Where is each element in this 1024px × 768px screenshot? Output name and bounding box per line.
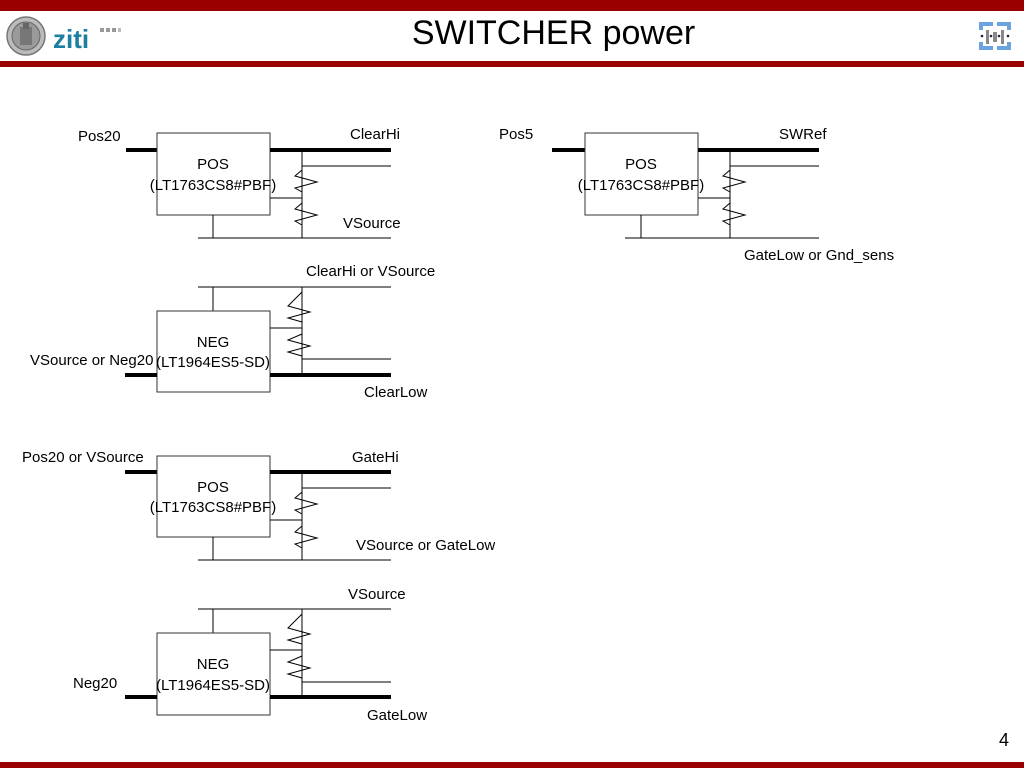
regulator-box [584,132,699,216]
ref-label: ClearHi or VSource [306,263,435,280]
input-label: VSource or Neg20 [30,352,153,369]
regulator-part: (LT1763CS8#PBF) [150,499,276,516]
page-number: 4 [998,730,1009,750]
regulator-part: (LT1964ES5-SD) [156,677,270,694]
regulator-box [156,455,271,538]
ziti-wordmark: ziti [53,24,89,54]
regulator-type: NEG [197,334,230,351]
regulator-box [156,632,271,716]
resistor-icon [286,613,312,645]
regulator-box [156,132,271,216]
regulator-part: (LT1763CS8#PBF) [578,177,704,194]
output-label: SWRef [779,126,827,143]
output-label: GateHi [352,449,399,466]
footer-bar [0,762,1024,768]
output-label: ClearLow [364,384,428,401]
page-title: SWITCHER power [411,14,696,52]
regulator-type: POS [197,156,229,173]
resistor-icon [293,169,319,193]
regulator-type: NEG [197,656,230,673]
header-bottom-bar [0,61,1024,67]
resistor-icon [293,491,319,515]
university-seal-icon: ziti [6,16,121,56]
logo-right [977,20,1013,57]
circuit-neg-gatelow: VSource Neg20 GateLow NEG (LT1964ES5-SD) [73,586,427,724]
input-label: Pos5 [499,126,533,143]
ref-label: GateLow or Gnd_sens [744,247,894,264]
circuit-pos-gatehi: Pos20 or VSource GateHi VSource or GateL… [22,449,495,561]
output-label: GateLow [367,707,427,724]
resistor-icon [293,525,319,549]
ref-label: VSource [348,586,406,603]
circuit-pos-swref: Pos5 SWRef GateLow or Gnd_sens POS (LT17… [499,126,894,264]
regulator-type: POS [197,479,229,496]
regulator-part: (LT1964ES5-SD) [156,354,270,371]
regulator-part: (LT1763CS8#PBF) [150,177,276,194]
header-top-bar [0,0,1024,11]
ref-label: VSource [343,215,401,232]
resistor-icon [286,655,312,679]
logo-left: ziti [6,15,126,62]
input-label: Pos20 [78,128,121,145]
resistor-icon [721,169,747,193]
circuit-neg-clearlow: ClearHi or VSource VSource or Neg20 Clea… [30,263,435,401]
institute-logo-icon [979,22,1011,50]
circuit-pos-clearhi: Pos20 ClearHi VSource POS (LT1763CS8#PBF… [78,126,401,239]
resistor-icon [286,291,312,323]
regulator-type: POS [625,156,657,173]
ref-label: VSource or GateLow [356,537,495,554]
resistor-icon [721,202,747,226]
input-label: Neg20 [73,675,117,692]
output-label: ClearHi [350,126,400,143]
resistor-icon [293,202,319,226]
resistor-icon [286,333,312,357]
regulator-box [156,310,271,393]
input-label: Pos20 or VSource [22,449,144,466]
